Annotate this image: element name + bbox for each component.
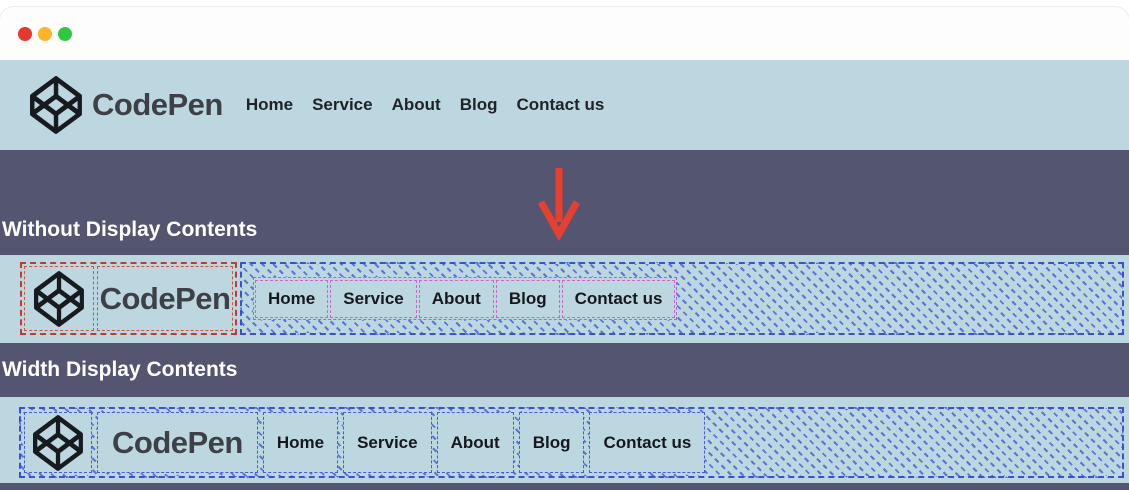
logo-icon-cell [24,266,94,331]
nav-link-contact[interactable]: Contact us [516,95,605,114]
zoom-dot[interactable] [58,26,72,41]
brand-wordmark: CodePen [92,87,223,122]
demo-without-display-contents: CodePen Home Service About Blog Contact … [0,255,1129,343]
codepen-logo-icon [33,414,83,471]
nav-item-about[interactable]: About [418,279,494,318]
section-band-without: Without Display Contents [0,150,1129,255]
nav-item-home[interactable]: Home [255,279,329,318]
nav-item-blog[interactable]: Blog [518,412,585,473]
codepen-logo-icon [34,270,84,327]
nav-item-contact[interactable]: Contact us [561,279,676,318]
logo-link[interactable]: CodePen [30,76,223,134]
main-nav: Home Service About Blog Contact us [246,95,604,115]
nav-item-home[interactable]: Home [262,412,339,473]
nav-item-contact[interactable]: Contact us [589,412,706,473]
nav-link-blog[interactable]: Blog [459,95,498,114]
nav-item-service[interactable]: Service [330,279,417,318]
nav-link-service[interactable]: Service [312,95,373,114]
logo-outline-box[interactable]: CodePen [20,262,237,335]
site-header: CodePen Home Service About Blog Contact … [0,60,1129,150]
minimize-dot[interactable] [38,26,52,41]
browser-window: CodePen Home Service About Blog Contact … [0,7,1129,490]
titlebar [0,7,1129,60]
close-dot[interactable] [18,26,32,41]
section-band-width: Width Display Contents [0,343,1129,397]
brand-wordmark[interactable]: CodePen [97,412,258,473]
section-label-without: Without Display Contents [2,218,258,241]
nav-list: Home Service About Blog Contact us [253,277,678,320]
codepen-logo-icon [30,76,82,134]
down-arrow-icon [537,166,581,247]
section-label-width: Width Display Contents [2,358,238,381]
nav-item-service[interactable]: Service [343,412,432,473]
nav-outline-box: Home Service About Blog Contact us [240,262,1124,335]
next-section-edge [0,483,1129,490]
nav-link-home[interactable]: Home [245,95,294,114]
nav-item-blog[interactable]: Blog [495,279,560,318]
nav-item-about[interactable]: About [436,412,514,473]
logo-icon-cell[interactable] [24,412,92,473]
nav-link-about[interactable]: About [391,95,441,114]
flat-nav-outline-box: CodePen Home Service About Blog Contact … [19,407,1124,478]
demo-width-display-contents: CodePen Home Service About Blog Contact … [0,397,1129,483]
brand-wordmark: CodePen [97,266,233,331]
